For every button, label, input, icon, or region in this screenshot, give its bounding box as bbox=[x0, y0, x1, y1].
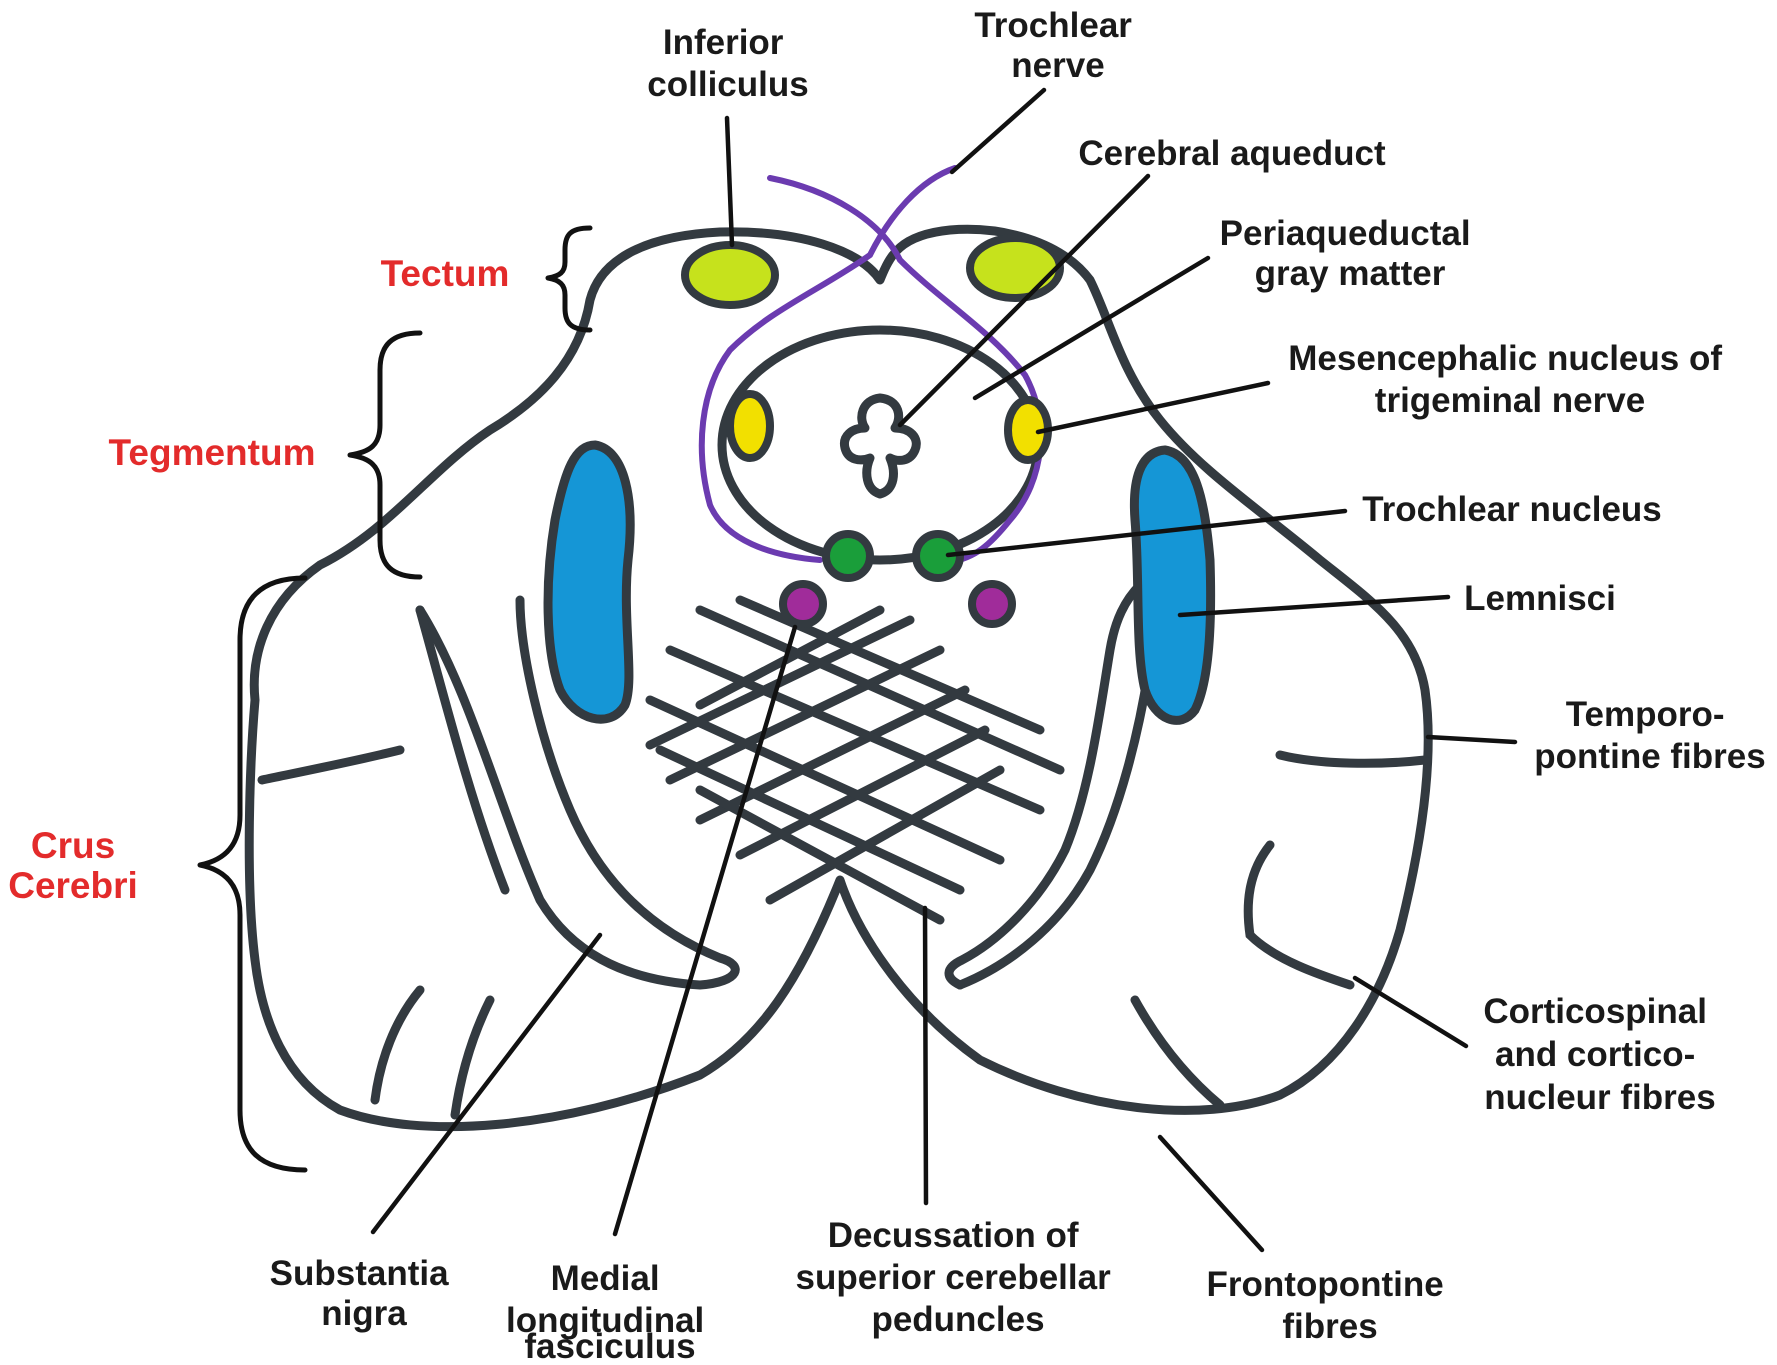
label-trochlear-nucleus: Trochlear nucleus bbox=[1362, 490, 1662, 529]
crus-cerebri-contours bbox=[262, 580, 1425, 1115]
decussation-crosshatch bbox=[650, 600, 1060, 920]
region-label-tegmentum: Tegmentum bbox=[109, 432, 316, 473]
label-medial-longitudinal-fasciculus: Medial longitudinal fasciculus bbox=[506, 1259, 714, 1365]
label-periaqueductal-gray: Periaqueductal gray matter bbox=[1220, 214, 1481, 293]
inferior-colliculus-left bbox=[685, 245, 775, 305]
label-corticospinal-fibres: Corticospinal and cortico- nucleur fibre… bbox=[1483, 992, 1716, 1117]
label-decussation: Decussation of superior cerebellar pedun… bbox=[796, 1216, 1121, 1339]
trochlear-nucleus-left bbox=[826, 534, 870, 578]
lemniscus-left bbox=[548, 445, 630, 719]
mlf-dot-left bbox=[783, 584, 823, 624]
inferior-colliculus-right bbox=[970, 238, 1060, 298]
label-inferior-colliculus: Inferior colliculus bbox=[647, 23, 808, 104]
lemniscus-right bbox=[1134, 450, 1210, 720]
region-label-tectum: Tectum bbox=[381, 253, 510, 294]
region-label-crus-line1: Crus bbox=[31, 825, 115, 866]
mlf-dot-right bbox=[972, 584, 1012, 624]
label-lemnisci: Lemnisci bbox=[1464, 579, 1616, 618]
label-frontopontine-fibres: Frontopontine fibres bbox=[1207, 1265, 1454, 1346]
region-label-crus-line2: Cerebri bbox=[8, 865, 138, 906]
label-cerebral-aqueduct: Cerebral aqueduct bbox=[1078, 134, 1386, 173]
label-substantia-nigra: Substantia nigra bbox=[270, 1254, 459, 1333]
mesencephalic-nucleus-left bbox=[730, 394, 770, 458]
label-mesencephalic-nucleus: Mesencephalic nucleus of trigeminal nerv… bbox=[1288, 339, 1731, 420]
label-temporopontine-fibres: Temporo- pontine fibres bbox=[1534, 695, 1765, 776]
label-trochlear-nerve: Trochlear nerve bbox=[974, 6, 1141, 85]
